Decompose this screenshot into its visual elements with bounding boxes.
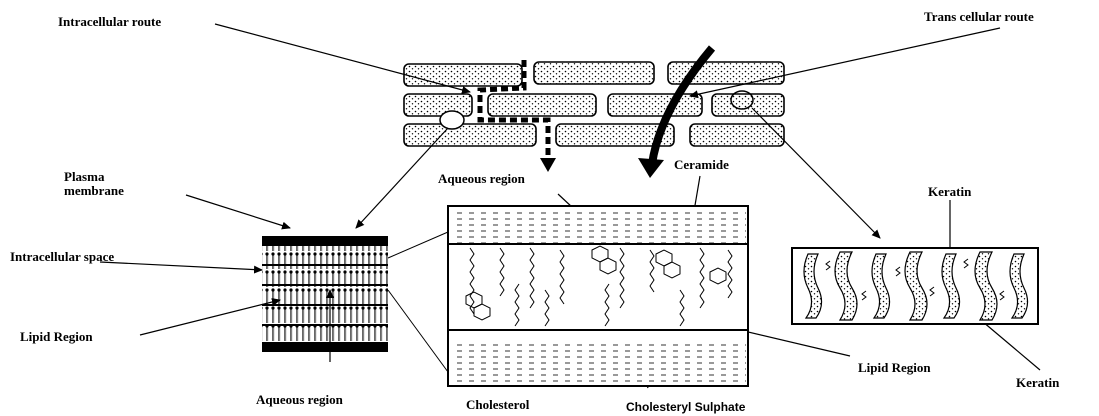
label-trans-cellular-route: Trans cellular route bbox=[924, 10, 1034, 23]
label-lipid-region-right: Lipid Region bbox=[858, 361, 931, 374]
label-aqueous-region-top: Aqueous region bbox=[438, 172, 525, 185]
label-intracellular-space: Intracellular space bbox=[10, 250, 114, 263]
label-aqueous-region-bottom: Aqueous region bbox=[256, 393, 343, 406]
label-lipid-region-left: Lipid Region bbox=[20, 330, 93, 343]
intercellular-route-arrowhead bbox=[540, 158, 556, 172]
label-ceramide: Ceramide bbox=[674, 158, 729, 171]
magnify-circle-left bbox=[440, 111, 464, 129]
zoom-lines bbox=[388, 232, 448, 372]
stratum-corneum-bricks bbox=[404, 62, 784, 146]
label-plasma-membrane: Plasma membrane bbox=[64, 170, 154, 198]
lipid-bilayer-stack bbox=[262, 236, 388, 352]
label-keratin-bottom: Keratin bbox=[1016, 376, 1059, 389]
lamellae-detail-box bbox=[448, 206, 748, 386]
label-keratin-top: Keratin bbox=[928, 185, 971, 198]
keratin-box bbox=[792, 248, 1038, 324]
label-cholesterol: Cholesterol bbox=[466, 398, 529, 411]
transcellular-route-arrowhead bbox=[638, 158, 664, 178]
label-intracellular-route: Intracellular route bbox=[58, 15, 161, 28]
label-cholesteryl-sulphate: Cholesteryl Sulphate bbox=[626, 401, 745, 413]
